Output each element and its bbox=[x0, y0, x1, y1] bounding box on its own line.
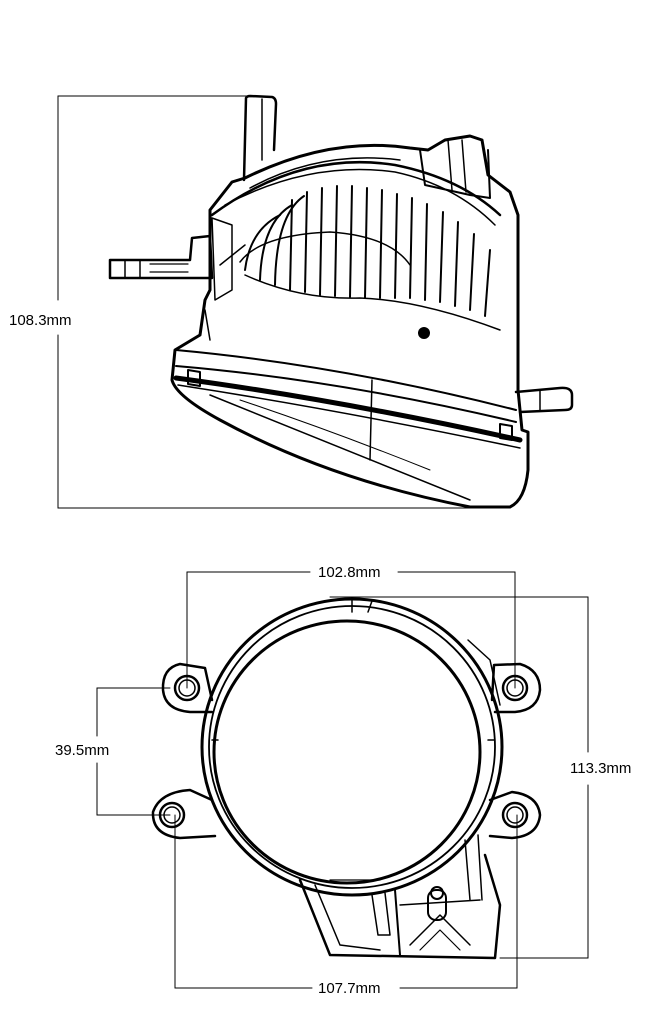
dim-label-front-height: 113.3mm bbox=[570, 760, 631, 777]
front-view bbox=[96, 571, 589, 989]
lens-middle-ring bbox=[208, 605, 496, 889]
side-view bbox=[57, 94, 574, 509]
bottom-housing bbox=[298, 853, 502, 960]
housing-outline bbox=[170, 134, 530, 509]
dim-label-bottom-width: 107.7mm bbox=[318, 980, 381, 997]
dim-label-side-height: 108.3mm bbox=[9, 312, 72, 329]
connector-plug bbox=[427, 889, 447, 921]
screw-dot bbox=[418, 327, 430, 339]
cooling-fins bbox=[244, 185, 491, 317]
mount-hole-top-left bbox=[173, 674, 201, 702]
dim-label-top-width: 102.8mm bbox=[318, 564, 381, 581]
mount-hole-top-right bbox=[501, 674, 529, 702]
mount-hole-bottom-right bbox=[501, 801, 529, 829]
right-post bbox=[514, 386, 574, 414]
mount-hole-bottom-left bbox=[158, 801, 186, 829]
mount-ear-bottom-right bbox=[488, 790, 542, 840]
dim-label-vertical-spacing: 39.5mm bbox=[55, 742, 109, 759]
top-post bbox=[242, 94, 278, 182]
mount-ear-top-right bbox=[490, 662, 542, 714]
mount-ear-bottom-left bbox=[151, 788, 217, 840]
lens-inner-ring bbox=[212, 619, 482, 885]
lens-outer-ring bbox=[200, 597, 504, 897]
mount-ear-top-left bbox=[161, 662, 214, 714]
